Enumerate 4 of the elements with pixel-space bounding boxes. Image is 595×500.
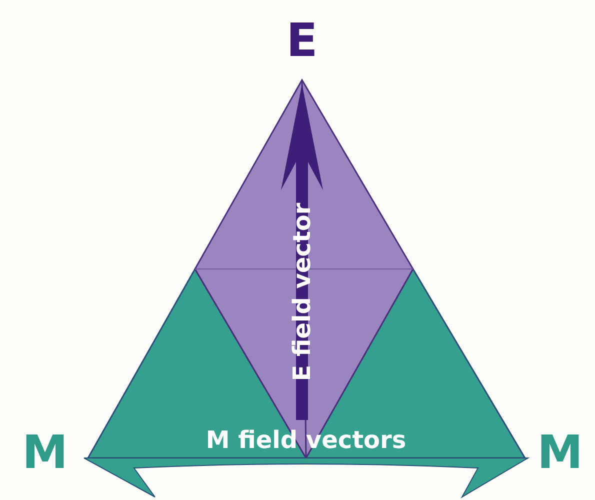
axis-label: E: [286, 17, 318, 63]
axis-label: M: [22, 429, 68, 475]
vector-label: E field vector: [290, 202, 314, 382]
axis-label: M: [537, 429, 583, 475]
